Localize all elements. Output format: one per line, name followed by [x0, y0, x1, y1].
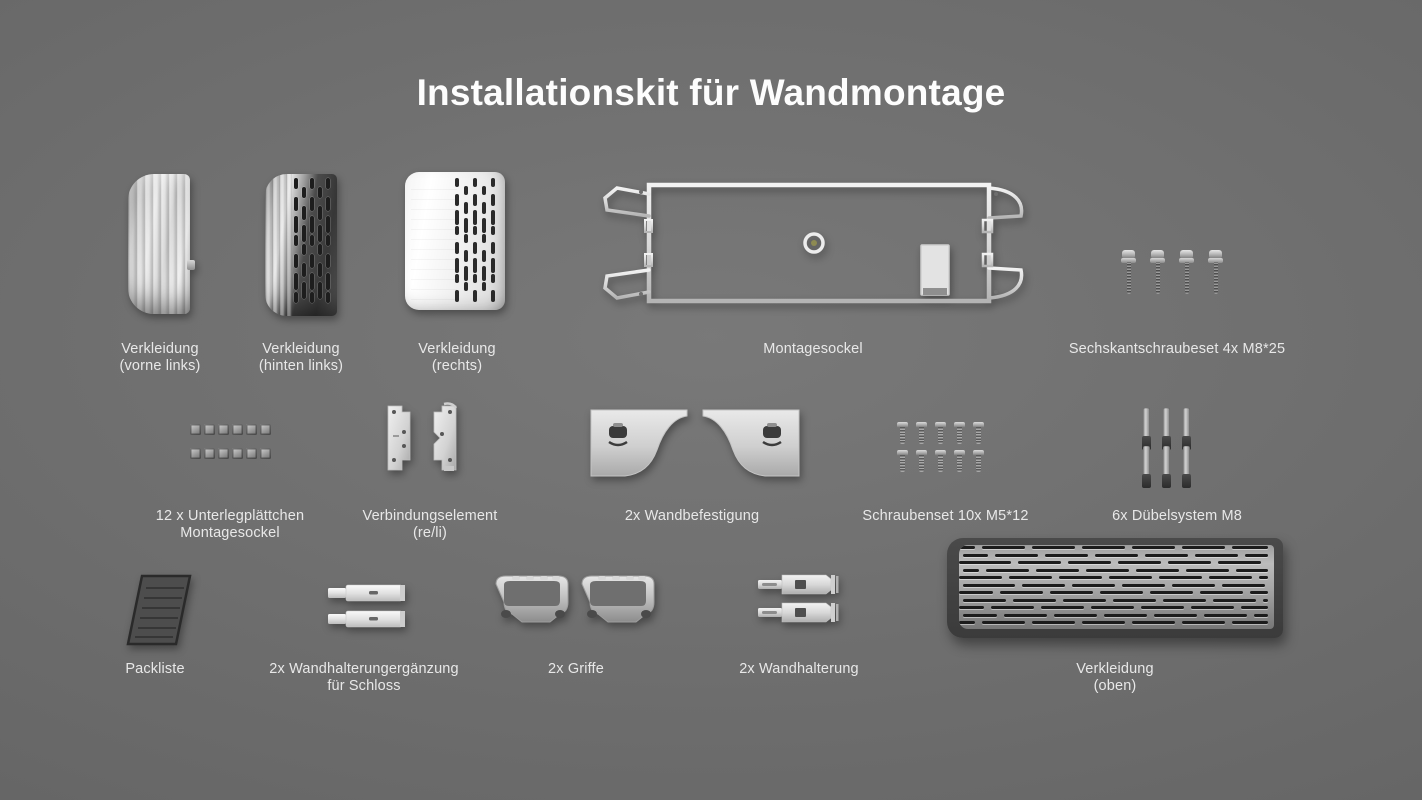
part-label-verbindungselement: Verbindungselement (re/li) [362, 508, 498, 541]
part-label-wandhalterung: 2x Wandhalterung [739, 661, 859, 677]
part-label-unterlegplaettchen: 12 x Unterlegplättchen Montagesockel [155, 508, 305, 541]
part-label-duebelsystem: 6x Dübelsystem M8 [1112, 508, 1242, 524]
part-duebelsystem [1142, 408, 1204, 488]
part-schraubenset [897, 422, 993, 474]
washer-shim-set-icon [190, 424, 272, 472]
panel-slots-icon [292, 178, 337, 312]
part-label-verkleidung-vorne-links: Verkleidung (vorne links) [119, 341, 201, 374]
panel-nub-icon [187, 260, 195, 270]
connector-plate-pair-icon [382, 402, 464, 476]
mounting-base-frame-icon [597, 176, 1029, 310]
lock-supplement-bar-pair-icon [327, 583, 407, 633]
part-label-sechskantschraubeset: Sechskantschraubeset 4x M8*25 [1068, 341, 1286, 357]
part-label-schraubenset: Schraubenset 10x M5*12 [862, 508, 1029, 524]
part-label-wandhalterungergaenzung: 2x Wandhalterungergänzung für Schloss [269, 661, 459, 694]
part-label-verkleidung-oben: Verkleidung (oben) [1076, 661, 1154, 694]
slotted-panel-icon [265, 174, 337, 316]
part-label-wandbefestigung: 2x Wandbefestigung [624, 508, 760, 524]
part-label-verkleidung-rechts: Verkleidung (rechts) [418, 341, 496, 374]
slotted-grille-panel-icon [947, 538, 1283, 638]
white-curved-panel-icon [405, 172, 505, 310]
panel-slots-icon [453, 178, 501, 306]
hex-bolt-set-icon [1121, 250, 1230, 300]
packing-list-sheet-icon [126, 574, 192, 646]
part-label-montagesockel: Montagesockel [763, 341, 863, 357]
handle-ring-pair-icon [490, 572, 662, 632]
part-sechskantschraubeset [1121, 250, 1230, 300]
wall-holder-pair-icon [757, 573, 839, 627]
panel-texture-icon [411, 182, 457, 300]
part-label-packliste: Packliste [125, 661, 185, 677]
part-unterlegplaettchen [190, 424, 272, 472]
dowel-anchor-set-icon [1142, 408, 1204, 488]
panel-ribs-icon [265, 174, 293, 316]
wall-mount-bracket-pair-icon [589, 408, 801, 478]
ribbed-panel-icon [128, 174, 195, 314]
screw-set-icon [897, 422, 993, 474]
page-title: Installationskit für Wandmontage [416, 72, 1006, 113]
part-label-verkleidung-hinten-links: Verkleidung (hinten links) [258, 341, 344, 374]
part-label-griffe: 2x Griffe [548, 661, 604, 677]
